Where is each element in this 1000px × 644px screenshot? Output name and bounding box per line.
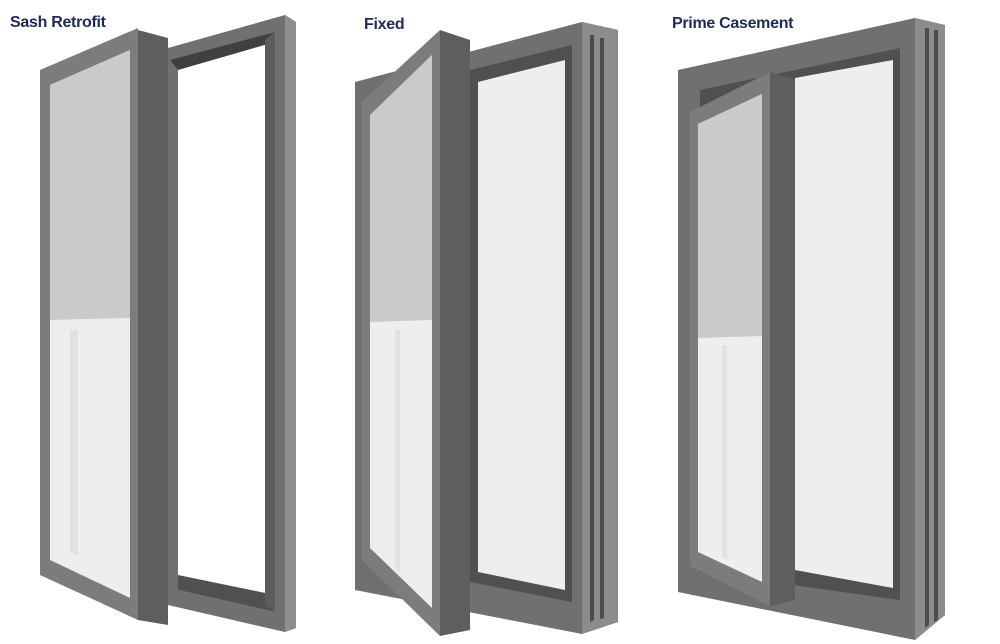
prime-casement-glass: [795, 60, 893, 588]
fixed-glass: [478, 60, 565, 590]
fixed-window: [355, 22, 618, 636]
sash-retrofit-blind: [50, 50, 130, 320]
label-sash-retrofit: Sash Retrofit: [10, 14, 106, 31]
label-fixed: Fixed: [364, 16, 405, 33]
sash-retrofit-frame: [168, 15, 296, 632]
sash-retrofit-window: [40, 15, 296, 632]
prime-casement-blind: [698, 94, 762, 338]
prime-casement-window: [678, 18, 945, 640]
prime-casement-sash: [690, 72, 795, 606]
fixed-blind: [370, 55, 432, 322]
fixed-sash: [362, 30, 470, 636]
sash-retrofit-sash: [40, 28, 168, 625]
label-prime-casement: Prime Casement: [672, 15, 794, 32]
